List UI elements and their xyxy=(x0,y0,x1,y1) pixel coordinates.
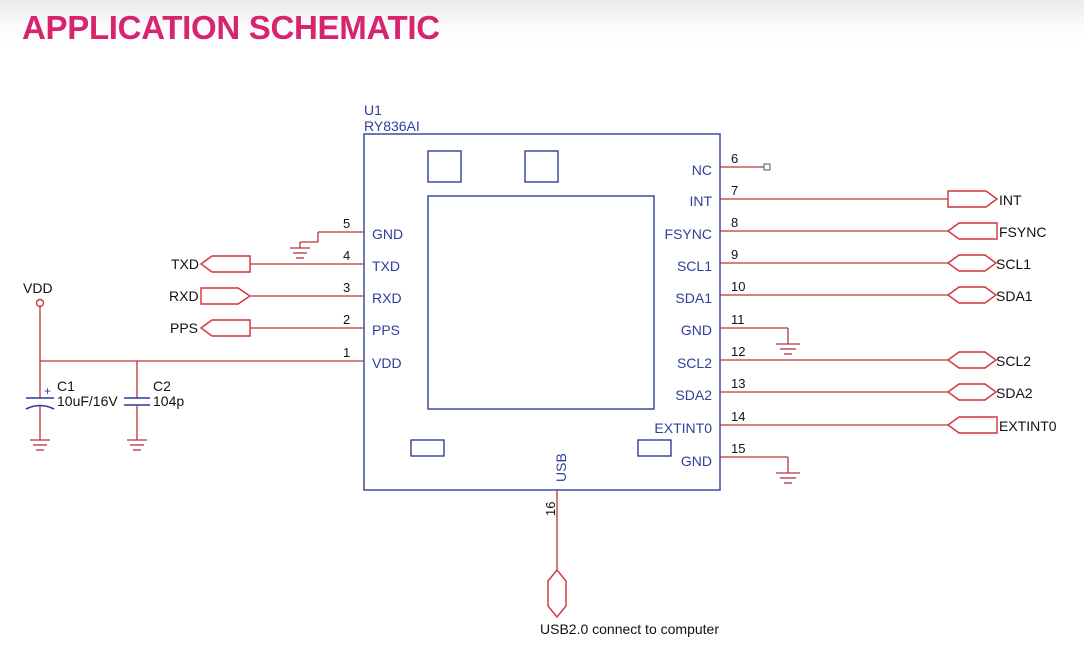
pin-name: SDA2 xyxy=(675,387,712,403)
pin-name: GND xyxy=(681,453,712,469)
port-label: SDA2 xyxy=(996,385,1033,401)
pin-name: SDA1 xyxy=(675,290,712,306)
chip-usb-label: USB xyxy=(553,453,569,482)
chip-u1: U1 RY836AI USB xyxy=(363,102,721,491)
pin-number: 13 xyxy=(731,376,745,391)
port-label: SCL1 xyxy=(996,256,1031,272)
pin-name: GND xyxy=(372,226,403,242)
nc-terminal xyxy=(763,163,771,171)
port-shape xyxy=(199,319,251,337)
chip-pad-square xyxy=(427,150,462,183)
right-pin-group: 6 NC 7 INT 8 FSYNC 9 SCL1 10 SDA1 11 GND… xyxy=(654,151,948,469)
pin-number: 6 xyxy=(731,151,738,166)
pin-number: 1 xyxy=(343,345,350,360)
power-label: VDD xyxy=(23,280,53,296)
chip-pad-square xyxy=(524,150,559,183)
cap-ref: C2 xyxy=(153,378,171,394)
pin-number: 8 xyxy=(731,215,738,230)
cap-plate-curved xyxy=(25,404,55,410)
chip-ref-label: U1 xyxy=(364,102,382,118)
capacitor-c1: + C1 10uF/16V xyxy=(25,378,118,440)
chip-pad-rect xyxy=(637,439,672,457)
port-label: INT xyxy=(999,192,1022,208)
pin-number: 7 xyxy=(731,183,738,198)
vdd-rail: VDD xyxy=(23,280,138,398)
port-shape xyxy=(946,416,998,434)
pin-name: INT xyxy=(689,193,712,209)
port-sda1: SDA1 xyxy=(946,286,1033,304)
pin-number: 11 xyxy=(731,312,745,327)
usb-pin: 16 USB2.0 connect to computer xyxy=(540,490,719,637)
ground-symbol xyxy=(776,328,800,355)
port-label: TXD xyxy=(171,256,199,272)
pin-name: VDD xyxy=(372,355,402,371)
pin-name: EXTINT0 xyxy=(654,420,712,436)
ground-symbol xyxy=(30,439,50,451)
pin-name: SCL2 xyxy=(677,355,712,371)
port-shape xyxy=(946,383,998,401)
port-rxd: RXD xyxy=(169,287,252,305)
pin-number: 9 xyxy=(731,247,738,262)
pin-number: 15 xyxy=(731,441,745,456)
port-shape xyxy=(946,254,998,272)
pin-number: 12 xyxy=(731,344,745,359)
cap-value: 104p xyxy=(153,393,184,409)
pin-name: SCL1 xyxy=(677,258,712,274)
title-band xyxy=(0,0,1084,44)
page-title: APPLICATION SCHEMATIC xyxy=(22,9,440,46)
chip-pad-rect xyxy=(410,439,445,457)
port-pps: PPS xyxy=(170,319,251,337)
pin-name: GND xyxy=(681,322,712,338)
port-shape xyxy=(947,190,999,208)
usb-port-shape xyxy=(547,568,567,619)
port-shape xyxy=(200,287,252,305)
port-label: SCL2 xyxy=(996,353,1031,369)
ground-symbol xyxy=(127,439,147,451)
port-sda2: SDA2 xyxy=(946,383,1033,401)
pin-number: 10 xyxy=(731,279,745,294)
port-shape xyxy=(946,222,998,240)
port-txd: TXD xyxy=(171,255,251,273)
pin-name: FSYNC xyxy=(665,226,712,242)
port-label: SDA1 xyxy=(996,288,1033,304)
pin-number: 2 xyxy=(343,312,350,327)
chip-part-label: RY836AI xyxy=(364,118,420,134)
port-shape xyxy=(946,286,998,304)
port-scl1: SCL1 xyxy=(946,254,1031,272)
pin-name: NC xyxy=(692,162,712,178)
port-label: RXD xyxy=(169,288,199,304)
pin-number: 14 xyxy=(731,409,745,424)
port-label: FSYNC xyxy=(999,224,1046,240)
port-extint0: EXTINT0 xyxy=(946,416,1057,434)
pin-number: 5 xyxy=(343,216,350,231)
left-pin-group: 5 GND 4 TXD 3 RXD 2 PPS 1 VDD xyxy=(40,216,403,371)
pin-name: PPS xyxy=(372,322,400,338)
pin-number: 3 xyxy=(343,280,350,295)
capacitor-c2: C2 104p xyxy=(124,378,184,440)
pin-number: 16 xyxy=(543,502,558,516)
pin-name: TXD xyxy=(372,258,400,274)
ground-symbol xyxy=(290,232,319,259)
chip-center-pad xyxy=(427,195,655,410)
port-label: EXTINT0 xyxy=(999,418,1057,434)
port-shape xyxy=(199,255,251,273)
port-int: INT xyxy=(947,190,1022,208)
power-terminal xyxy=(35,298,45,308)
port-scl2: SCL2 xyxy=(946,351,1031,369)
usb-note: USB2.0 connect to computer xyxy=(540,621,719,637)
chip-outline xyxy=(363,133,721,491)
port-shape xyxy=(946,351,998,369)
cap-polarity: + xyxy=(44,384,51,398)
pin-name: RXD xyxy=(372,290,402,306)
pin-number: 4 xyxy=(343,248,350,263)
ground-symbol xyxy=(776,457,800,484)
cap-value: 10uF/16V xyxy=(57,393,118,409)
cap-ref: C1 xyxy=(57,378,75,394)
port-label: PPS xyxy=(170,320,198,336)
port-fsync: FSYNC xyxy=(946,222,1046,240)
